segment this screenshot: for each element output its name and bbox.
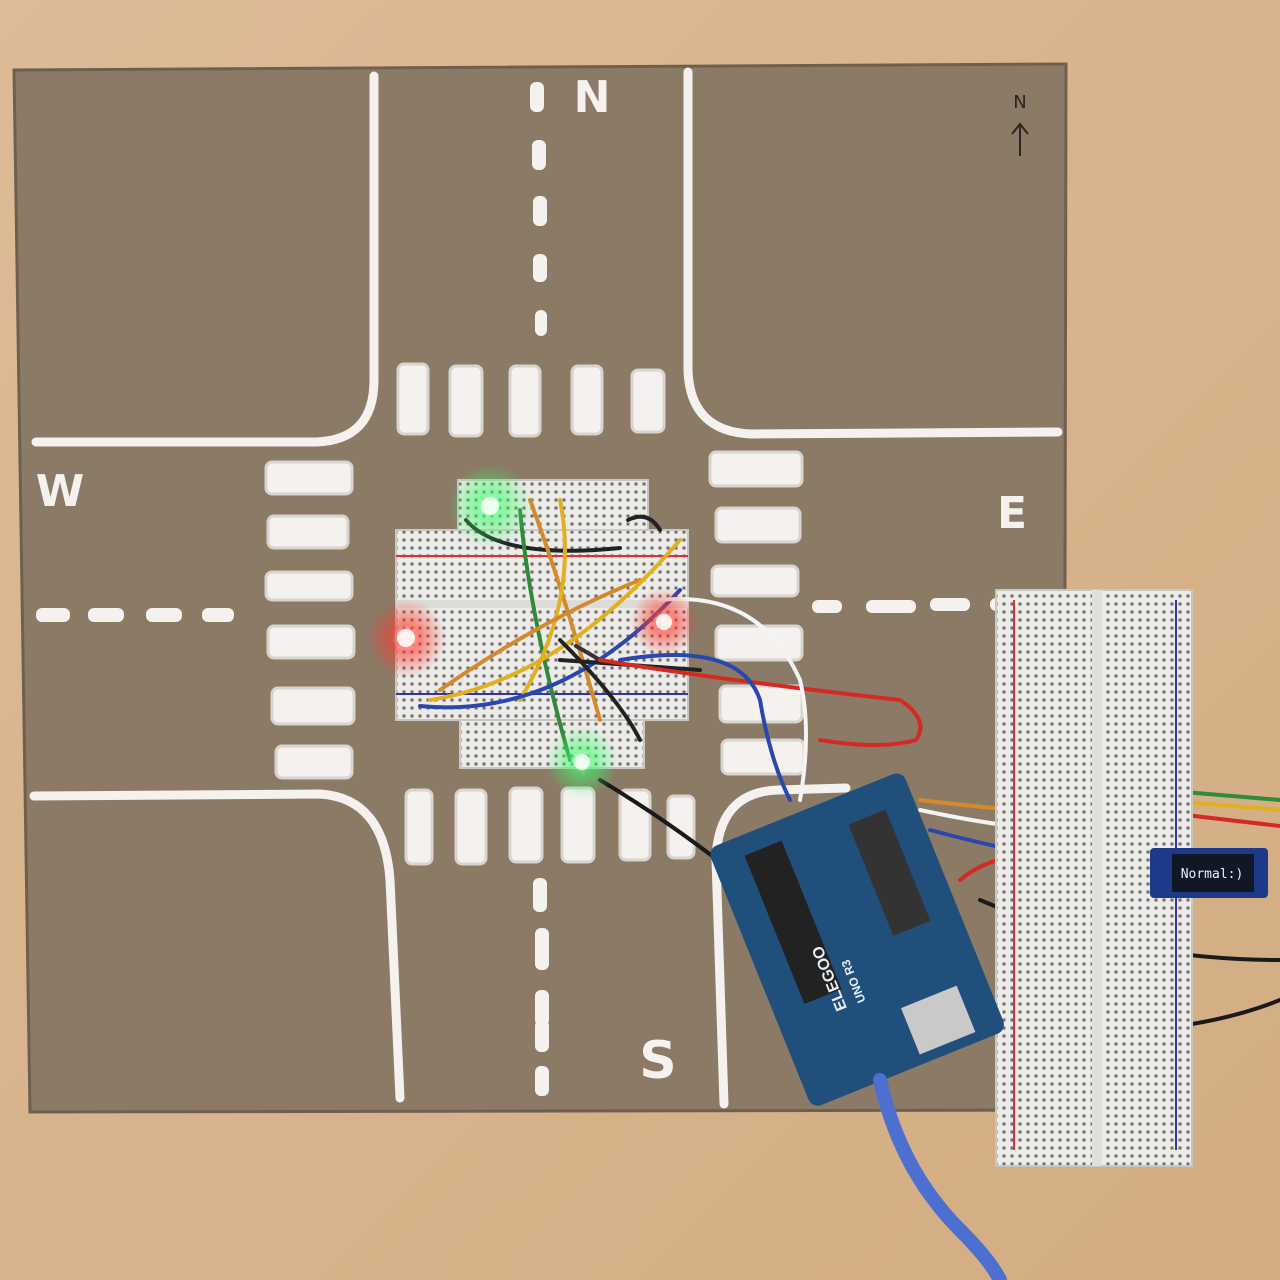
arduino-board: ELEGOO UNO R3 (710, 773, 1004, 1106)
usb-cable (873, 1073, 1007, 1280)
led-north-green (448, 464, 532, 548)
road-label-south: S (639, 1031, 676, 1091)
compass: N (1011, 92, 1029, 156)
road-label-west: W (36, 466, 85, 517)
oled-display: Normal:) (1150, 848, 1268, 898)
crosswalk-north (396, 362, 666, 438)
compass-north-mark: N (1013, 92, 1026, 113)
oled-screen (1172, 854, 1254, 892)
road-label-north: N (574, 72, 611, 123)
oled-text: Normal:) (1181, 867, 1244, 882)
arrow-up-icon (1011, 122, 1029, 156)
led-east-red (630, 588, 698, 656)
led-south-green (546, 726, 618, 798)
road-label-east: E (997, 488, 1027, 539)
led-west-red (366, 598, 446, 678)
crosswalk-south (404, 786, 696, 866)
crosswalk-west (264, 460, 356, 780)
